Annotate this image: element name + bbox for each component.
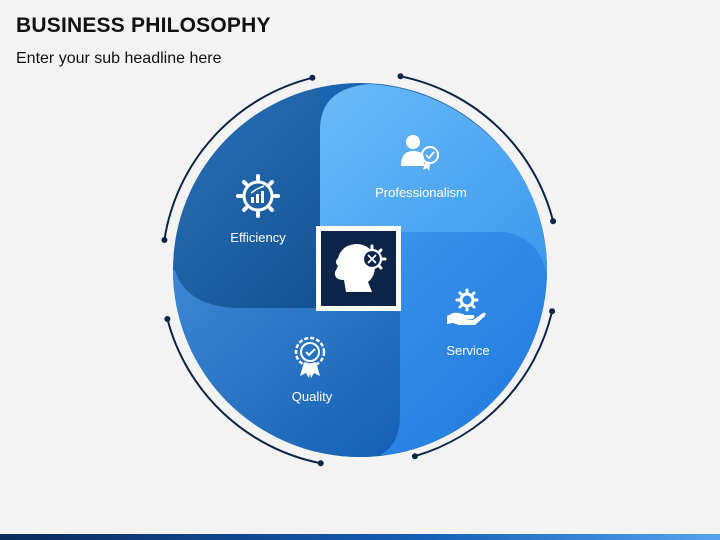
segment-label-service: Service <box>446 343 489 358</box>
gear-chart-icon <box>236 174 280 218</box>
bottom-accent-bar <box>0 534 720 540</box>
segment-label-quality: Quality <box>292 389 333 404</box>
hand-gear-icon <box>447 288 486 325</box>
certified-person-icon <box>401 135 439 171</box>
outer-ring-dots <box>161 73 557 467</box>
segment-professionalism <box>320 84 547 285</box>
page-subtitle: Enter your sub headline here <box>16 50 222 67</box>
head-gear-icon <box>334 244 387 292</box>
segment-label-professionalism: Professionalism <box>375 185 467 200</box>
page-title: BUSINESS PHILOSOPHY <box>16 14 271 37</box>
segment-label-efficiency: Efficiency <box>230 230 286 245</box>
outer-ring <box>163 75 555 465</box>
quality-badge-icon <box>294 336 326 378</box>
center-box <box>316 226 401 311</box>
